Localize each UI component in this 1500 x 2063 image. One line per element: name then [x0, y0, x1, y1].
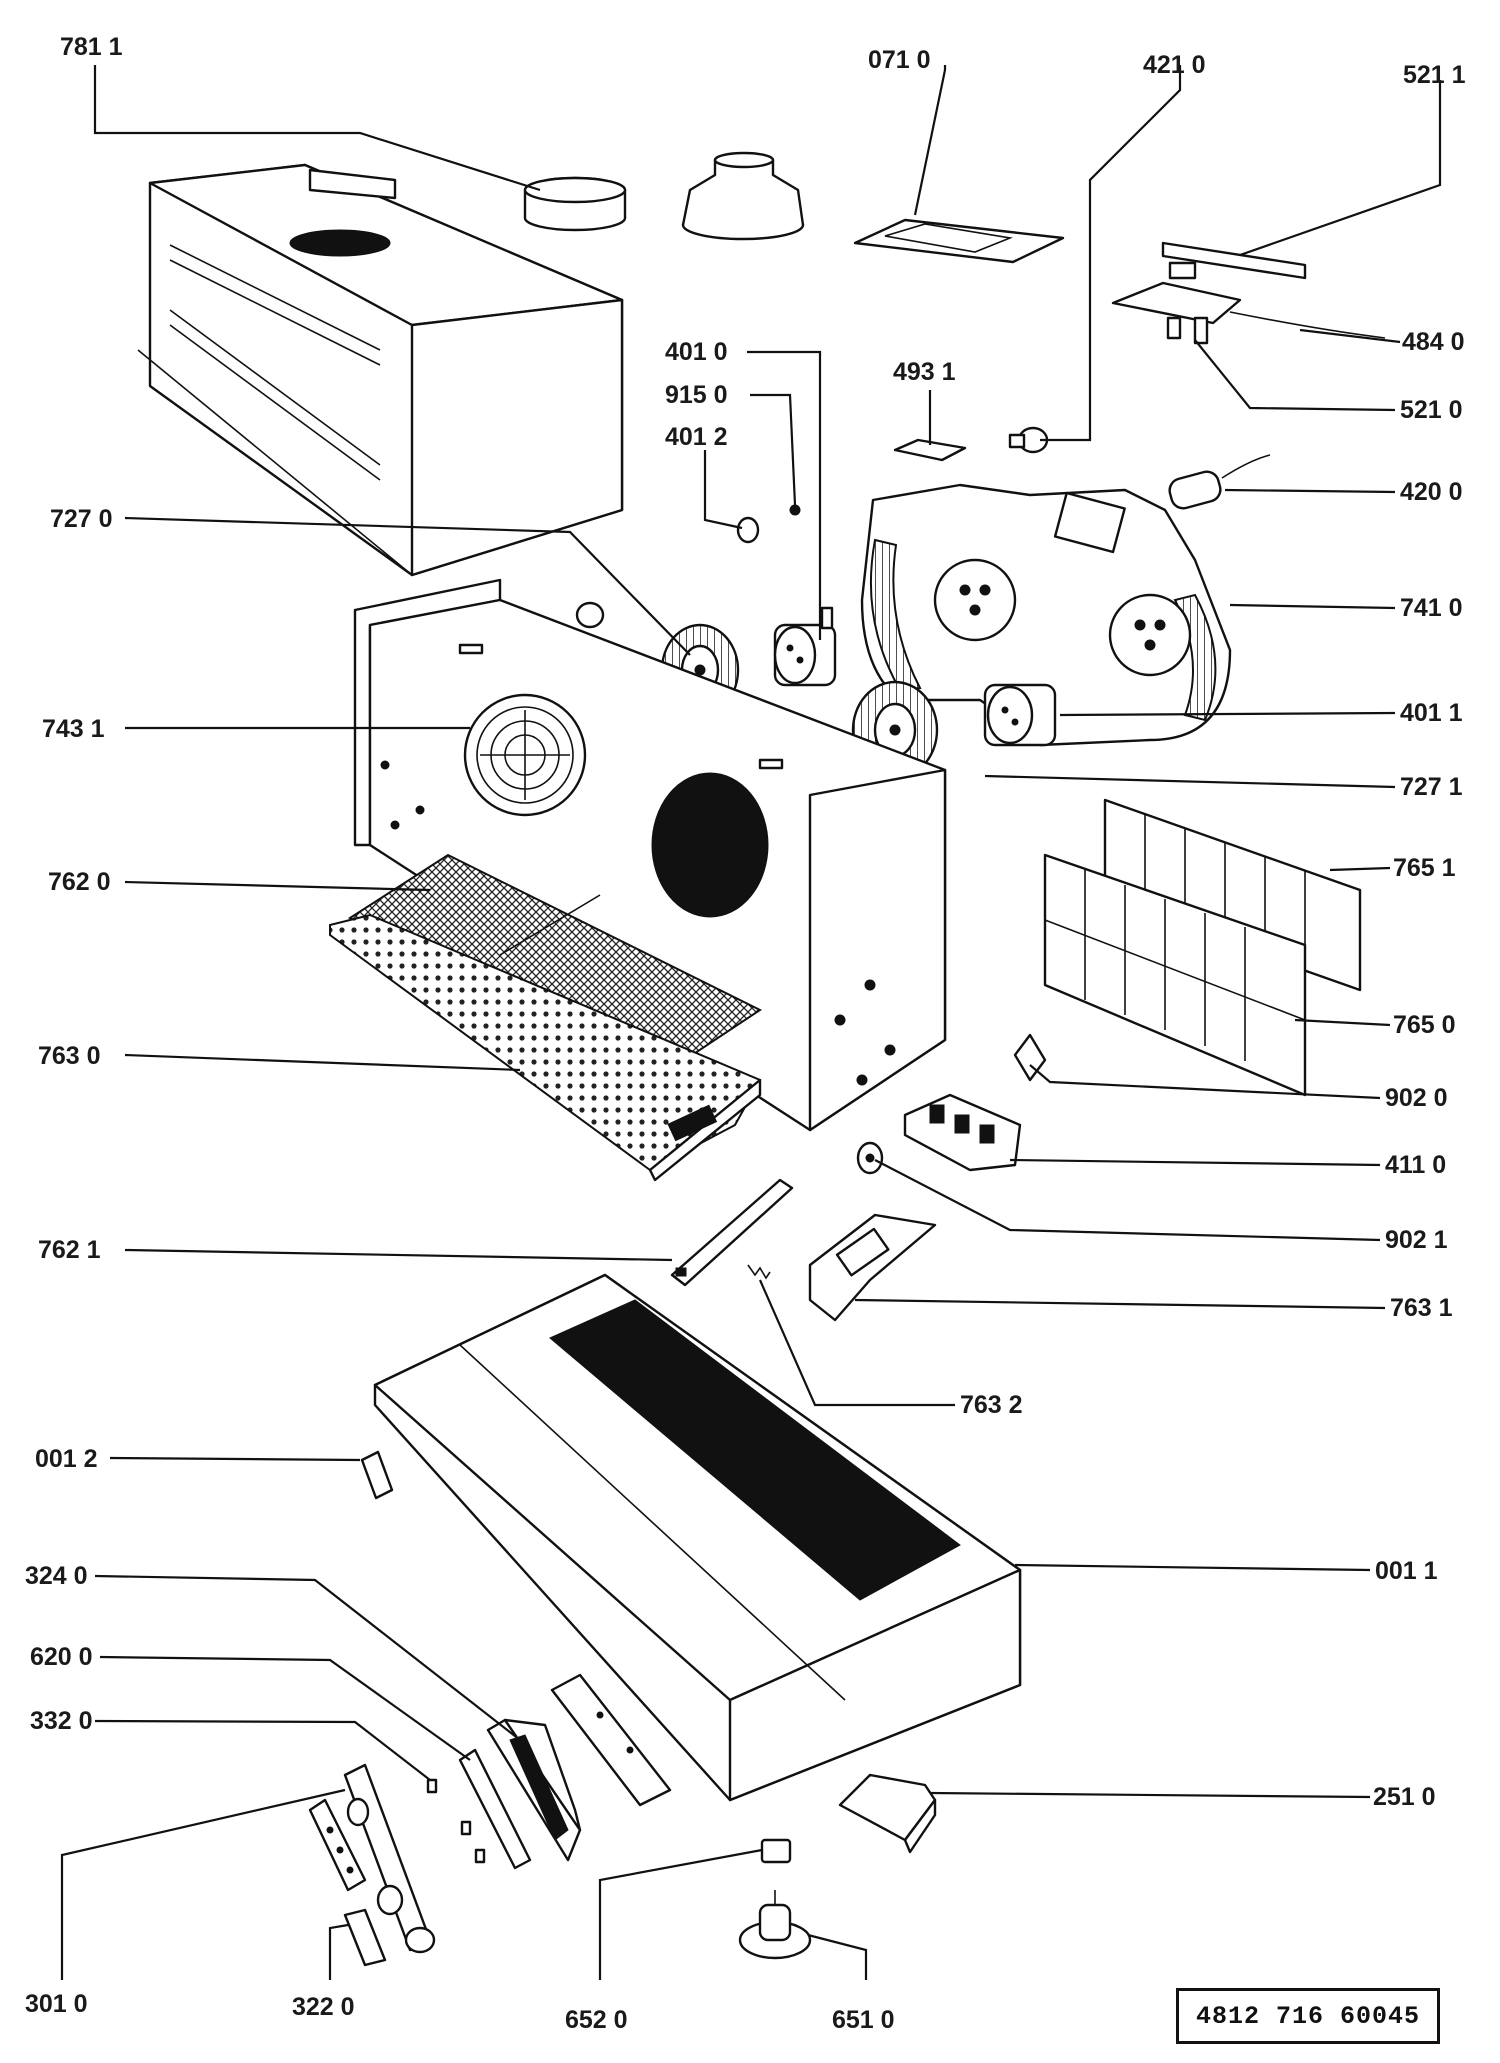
label-332-0: 332 0 [30, 1707, 93, 1735]
spring-part [747, 1264, 771, 1280]
top-housing-part [137, 163, 624, 577]
filter-frame-part [329, 913, 762, 1182]
label-071-0: 071 0 [868, 46, 931, 74]
label-762-1: 762 1 [38, 1236, 101, 1264]
control-panel-part [458, 1673, 672, 1870]
part-labels: 781 1 071 0 421 0 521 1 484 0 521 0 401 … [25, 33, 1466, 2034]
lamp-holder-part [893, 438, 967, 462]
label-651-0: 651 0 [832, 2006, 895, 2034]
control-knob-part [738, 1890, 812, 1960]
label-401-0: 401 0 [665, 338, 728, 366]
label-743-1: 743 1 [42, 715, 105, 743]
label-521-0: 521 0 [1400, 396, 1463, 424]
nut-part [856, 1141, 884, 1175]
motor-left-part [773, 606, 837, 687]
blower-housing-part [860, 483, 1232, 747]
button-strip-part [308, 1763, 436, 1967]
clip-part [1013, 1033, 1047, 1082]
capacitor-part [1168, 454, 1271, 510]
label-763-0: 763 0 [38, 1042, 101, 1070]
label-765-1: 765 1 [1393, 854, 1456, 882]
cover-plate-part [853, 218, 1065, 264]
lamp-cover-part [838, 1773, 937, 1854]
label-484-0: 484 0 [1402, 328, 1465, 356]
label-322-0: 322 0 [292, 1993, 355, 2021]
leader-lines [60, 65, 1442, 1980]
label-251-0: 251 0 [1373, 1783, 1436, 1811]
label-411-0: 411 0 [1385, 1151, 1446, 1179]
label-001-1: 001 1 [1375, 1557, 1438, 1585]
label-652-0: 652 0 [565, 2006, 628, 2034]
label-001-2: 001 2 [35, 1445, 98, 1473]
label-781-1: 781 1 [60, 33, 123, 61]
label-401-1: 401 1 [1400, 699, 1463, 727]
motor-right-part [983, 683, 1057, 747]
label-324-0: 324 0 [25, 1562, 88, 1590]
label-727-1: 727 1 [1400, 773, 1463, 801]
label-420-0: 420 0 [1400, 478, 1463, 506]
label-401-2: 401 2 [665, 423, 728, 451]
label-620-0: 620 0 [30, 1643, 93, 1671]
small-plate-part [360, 1450, 394, 1500]
duct-adaptor-part [681, 151, 805, 241]
label-493-1: 493 1 [893, 358, 956, 386]
slider-rail-part [670, 1178, 794, 1287]
label-763-2: 763 2 [960, 1391, 1023, 1419]
label-765-0: 765 0 [1393, 1011, 1456, 1039]
lamp-bulb-part [1008, 426, 1049, 454]
reference-number-box: 4812 716 60045 [1176, 1988, 1440, 2044]
small-clips-part [426, 1778, 486, 1864]
label-421-0: 421 0 [1143, 51, 1206, 79]
label-902-1: 902 1 [1385, 1226, 1448, 1254]
label-915-0: 915 0 [665, 381, 728, 409]
label-521-1: 521 1 [1403, 61, 1466, 89]
label-902-0: 902 0 [1385, 1084, 1448, 1112]
knob-clip-part [760, 1838, 792, 1864]
motor-bushing-part [736, 504, 801, 544]
label-301-0: 301 0 [25, 1990, 88, 2018]
duct-collar-part [523, 176, 627, 232]
motor-plate-part [353, 578, 947, 1132]
label-763-1: 763 1 [1390, 1294, 1453, 1322]
terminal-block-part [903, 1093, 1022, 1172]
label-741-0: 741 0 [1400, 594, 1463, 622]
switch-bracket-part [808, 1213, 937, 1322]
switch-assembly-part [1111, 241, 1386, 345]
front-hood-part [373, 1273, 1022, 1802]
label-727-0: 727 0 [50, 505, 113, 533]
label-762-0: 762 0 [48, 868, 111, 896]
